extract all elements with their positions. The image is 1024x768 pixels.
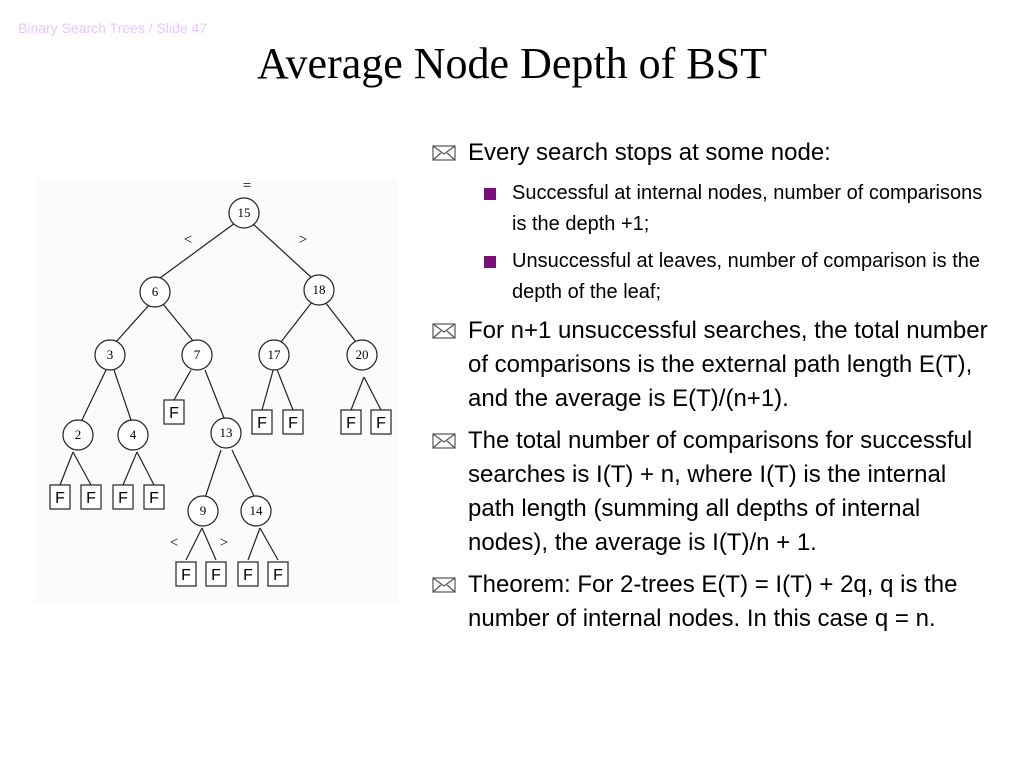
leaf-box [282,409,304,435]
node-15-circle [228,197,260,229]
node-2-circle [62,419,94,451]
leaf-label: F [86,490,96,507]
leaf-box [370,409,392,435]
sub-bullet-text: Unsuccessful at leaves, number of compar… [512,250,980,303]
tree-edges [59,222,382,561]
leaf-label: F [376,415,386,432]
node-17-label: 17 [268,347,282,362]
bullet-list: Every search stops at some node: Success… [430,136,990,644]
leaf-box [163,399,185,425]
bullet-text: Theorem: For 2-trees E(T) = I(T) + 2q, q… [468,571,958,632]
leaf-box [205,561,227,587]
envelope-bullet-icon [432,433,456,449]
node-20-circle [346,339,378,371]
bullet-item: The total number of comparisons for succ… [430,424,990,560]
less-than-marker-lower: < [170,535,178,551]
slide-title: Average Node Depth of BST [257,39,767,88]
node-14-circle [240,495,272,527]
leaf-box [143,484,165,510]
node-4-circle [117,419,149,451]
slide-header-note: Binary Search Trees / Slide 47 [18,20,208,36]
bullet-text: The total number of comparisons for succ… [468,427,973,556]
node-7-label: 7 [194,347,201,362]
node-6-label: 6 [152,284,159,299]
leaf-label: F [181,567,191,584]
node-15-label: 15 [238,205,251,220]
node-17-circle [258,339,290,371]
node-3-circle [94,339,126,371]
node-6-circle [139,276,171,308]
bullet-item: For n+1 unsuccessful searches, the total… [430,314,990,416]
node-13-label: 13 [220,425,233,440]
greater-than-marker-lower: > [220,535,228,551]
square-bullet-icon [484,188,496,200]
leaf-label: F [118,490,128,507]
node-4-label: 4 [130,427,137,442]
tree-leaves: F F F F F F F F F F F F F [49,399,392,587]
node-9-label: 9 [200,503,207,518]
leaf-box [267,561,289,587]
leaf-label: F [243,567,253,584]
bullet-item: Theorem: For 2-trees E(T) = I(T) + 2q, q… [430,568,990,636]
equal-marker: = [243,178,251,194]
leaf-label: F [273,567,283,584]
node-2-label: 2 [75,427,82,442]
leaf-label: F [257,415,267,432]
bullet-text: For n+1 unsuccessful searches, the total… [468,317,988,412]
leaf-label: F [288,415,298,432]
leaf-label: F [169,405,179,422]
comparison-markers: = < > < > [170,178,307,551]
node-13-circle [210,417,242,449]
envelope-bullet-icon [432,323,456,339]
node-18-label: 18 [313,282,326,297]
tree-node-labels: 15 6 18 3 7 17 20 2 4 13 9 14 [75,205,369,518]
leaf-box [237,561,259,587]
sub-bullet-item: Unsuccessful at leaves, number of compar… [430,246,990,308]
node-3-label: 3 [107,347,114,362]
tree-node-circles [62,197,378,527]
node-14-label: 14 [250,503,264,518]
bullet-item: Every search stops at some node: [430,136,990,170]
envelope-bullet-icon [432,577,456,593]
greater-than-marker: > [299,232,307,248]
leaf-box [340,409,362,435]
envelope-bullet-icon [432,145,456,161]
node-9-circle [187,495,219,527]
node-20-label: 20 [356,347,369,362]
node-7-circle [181,339,213,371]
leaf-label: F [149,490,159,507]
leaf-box [251,409,273,435]
leaf-box [175,561,197,587]
leaf-label: F [346,415,356,432]
bst-diagram: 15 6 18 3 7 17 20 2 4 13 9 14 = < > < > … [35,178,398,603]
less-than-marker: < [184,232,192,248]
leaf-box [112,484,134,510]
leaf-box [49,484,71,510]
leaf-label: F [55,490,65,507]
square-bullet-icon [484,256,496,268]
sub-bullet-item: Successful at internal nodes, number of … [430,178,990,240]
leaf-box [80,484,102,510]
bst-diagram-svg: 15 6 18 3 7 17 20 2 4 13 9 14 = < > < > … [49,178,392,587]
leaf-label: F [211,567,221,584]
node-18-circle [303,274,335,306]
bullet-text: Every search stops at some node: [468,139,831,166]
sub-bullet-text: Successful at internal nodes, number of … [512,182,983,235]
